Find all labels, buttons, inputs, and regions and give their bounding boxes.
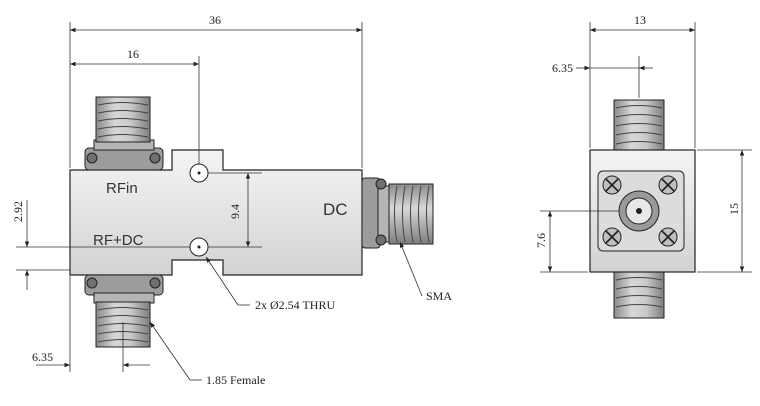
mounting-hole-bottom [189, 237, 209, 257]
svg-text:13: 13 [634, 13, 646, 27]
dim-end-vertical-center: 7.6 [534, 210, 619, 273]
end-view: 13 6.35 15 7.6 [534, 13, 752, 319]
dim-connector-edge: 6.35 [32, 276, 150, 372]
callout-holes: 2x Ø2.54 THRU [205, 256, 335, 312]
flange-screw-icon [602, 227, 622, 247]
svg-text:9.4: 9.4 [228, 204, 242, 219]
dim-end-width: 13 [589, 13, 696, 148]
dim-overall-length: 36 [69, 13, 363, 168]
svg-text:2.92: 2.92 [11, 201, 25, 222]
mounting-hole-top [189, 163, 209, 183]
dim-vertical-offset: 2.92 [11, 200, 190, 290]
dim-end-height: 15 [697, 149, 752, 273]
label-rfin: RFin [106, 180, 138, 197]
label-dc: DC [323, 200, 348, 219]
label-rfdc: RF+DC [93, 232, 144, 249]
side-view: RFin RF+DC DC 36 16 9.4 2 [11, 13, 452, 387]
svg-text:7.6: 7.6 [534, 233, 548, 248]
sma-port-icon [618, 190, 660, 232]
dim-end-center-offset: 6.35 [552, 56, 653, 98]
svg-text:6.35: 6.35 [32, 350, 53, 364]
flange-screw-icon [602, 175, 622, 195]
flange-screw-icon [658, 175, 678, 195]
callout-sma: SMA [399, 241, 452, 303]
dim-connector-offset: 16 [70, 47, 200, 164]
rfin-connector [84, 96, 164, 171]
dim-hole-spacing: 9.4 [208, 172, 262, 248]
flange-screw-icon [658, 227, 678, 247]
end-view-top-connector [613, 99, 665, 151]
end-view-bottom-connector [613, 271, 665, 319]
svg-text:15: 15 [727, 203, 741, 215]
rfdc-connector [84, 274, 164, 348]
callout-connector: 1.85 Female [149, 321, 265, 387]
bias-tee-body [69, 149, 363, 276]
svg-text:2x Ø2.54 THRU: 2x Ø2.54 THRU [255, 298, 335, 312]
svg-text:1.85 Female: 1.85 Female [206, 373, 265, 387]
svg-text:SMA: SMA [426, 289, 452, 303]
svg-text:36: 36 [209, 13, 221, 27]
svg-text:6.35: 6.35 [552, 61, 573, 75]
svg-text:16: 16 [127, 47, 139, 61]
sma-connector [361, 177, 434, 249]
